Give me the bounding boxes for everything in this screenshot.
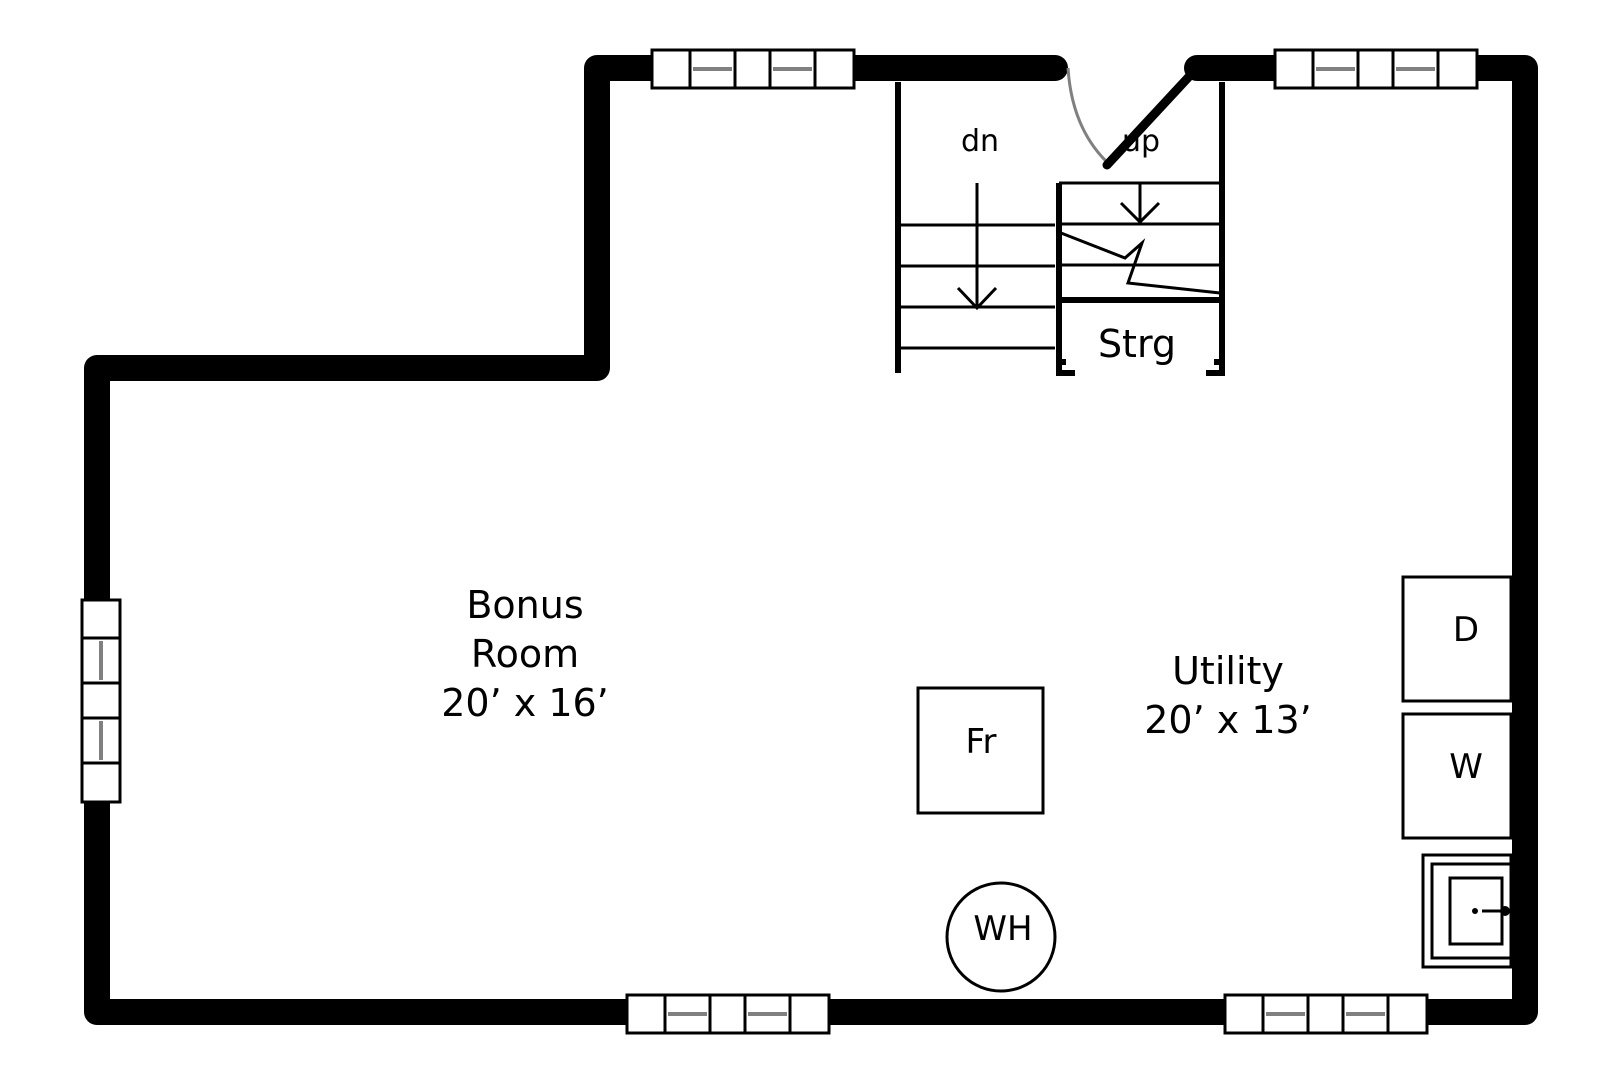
utility-room-dimensions: 20’ x 13’ <box>1144 698 1312 742</box>
labels: Bonus Room 20’ x 16’ Utility 20’ x 13’ d… <box>441 124 1483 949</box>
bonus-room-dimensions: 20’ x 16’ <box>441 681 609 725</box>
stairs-down <box>895 82 1055 373</box>
window-top-right <box>1273 48 1479 90</box>
stairs-up <box>1056 82 1225 376</box>
appliances <box>916 575 1513 993</box>
water-heater-circle <box>945 881 1057 993</box>
washer-label: W <box>1449 747 1483 787</box>
window-bottom-left <box>625 993 831 1035</box>
stair-up-arrow-head <box>1119 201 1161 225</box>
stairs-down-label: dn <box>961 124 999 159</box>
sink-faucet-knob <box>1500 906 1510 916</box>
bonus-room-name-line1: Bonus <box>466 583 583 627</box>
exterior-walls <box>84 55 1538 1025</box>
entry-door <box>1066 63 1202 170</box>
stair-break-line <box>1060 231 1221 295</box>
storage-label: Strg <box>1098 322 1176 366</box>
storage-bracket-left <box>1056 359 1075 376</box>
furnace-label: Fr <box>965 722 996 762</box>
water-heater-label: WH <box>973 909 1032 949</box>
stairs-up-label: up <box>1122 124 1160 159</box>
furnace-box <box>916 686 1045 815</box>
utility-room-name: Utility <box>1172 649 1284 693</box>
storage-bracket-right <box>1206 359 1225 376</box>
exterior-wall-main <box>84 55 1538 1025</box>
bonus-room-name-line2: Room <box>471 632 579 676</box>
laundry-sink <box>1421 853 1513 969</box>
window-top-left <box>650 48 856 90</box>
door-leaf <box>1102 63 1202 170</box>
washer-box <box>1401 712 1513 840</box>
dryer-box <box>1401 575 1513 703</box>
window-left <box>80 598 122 804</box>
window-bottom-right <box>1223 993 1429 1035</box>
dryer-label: D <box>1453 610 1479 650</box>
windows <box>80 48 1479 1035</box>
door-swing-arc <box>1066 67 1112 167</box>
stair-down-arrow-head <box>956 286 998 311</box>
sink-drain <box>1472 908 1478 914</box>
